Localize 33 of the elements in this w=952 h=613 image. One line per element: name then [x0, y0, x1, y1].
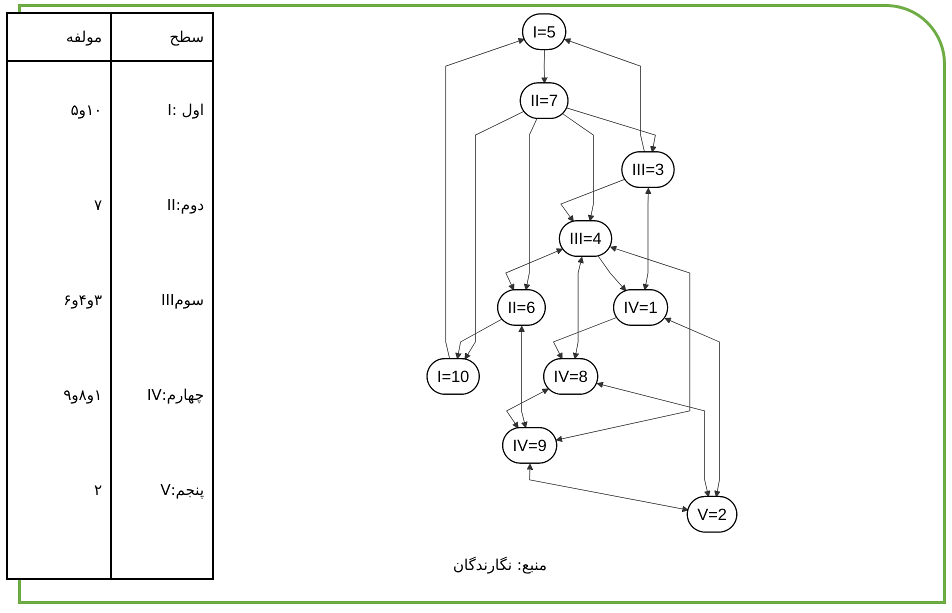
- arrow: [598, 256, 626, 292]
- table-cell: اول :I: [110, 62, 212, 158]
- arrow: [464, 110, 524, 360]
- arrow: [556, 246, 690, 442]
- arrow: [566, 108, 657, 152]
- arrow: [524, 118, 538, 290]
- table-cell: چهارم:IV: [110, 348, 212, 443]
- arrow: [518, 326, 528, 428]
- table-cell: دوم:II: [110, 157, 212, 252]
- table-cell-text: ۷: [92, 194, 103, 216]
- arrow: [526, 464, 689, 512]
- arrow: [541, 50, 548, 84]
- arrow: [553, 317, 618, 360]
- caption: منبع: نگارندگان: [452, 556, 548, 574]
- table-cell-text: ۱۰و۵: [70, 100, 103, 121]
- arrow: [455, 318, 502, 360]
- arrow: [560, 178, 626, 222]
- arrow: [564, 38, 645, 153]
- table-cell-text: ۳و۴و۶: [62, 290, 103, 311]
- table-cell: پنجم:V: [110, 442, 212, 538]
- arrow: [562, 114, 594, 222]
- arrow: [572, 256, 584, 360]
- table-cell-text: ۲: [92, 480, 103, 502]
- arrow: [506, 388, 549, 428]
- arrow: [596, 382, 711, 498]
- table-cell-text: ۱و۸و۹: [62, 385, 103, 406]
- table-header: سطح: [110, 14, 212, 62]
- arrow: [445, 38, 525, 360]
- table-cell: سومIII: [110, 252, 212, 348]
- table-header: مولفه: [8, 14, 110, 62]
- arrow: [642, 188, 652, 290]
- arrow: [664, 318, 721, 498]
- arrow: [505, 248, 563, 290]
